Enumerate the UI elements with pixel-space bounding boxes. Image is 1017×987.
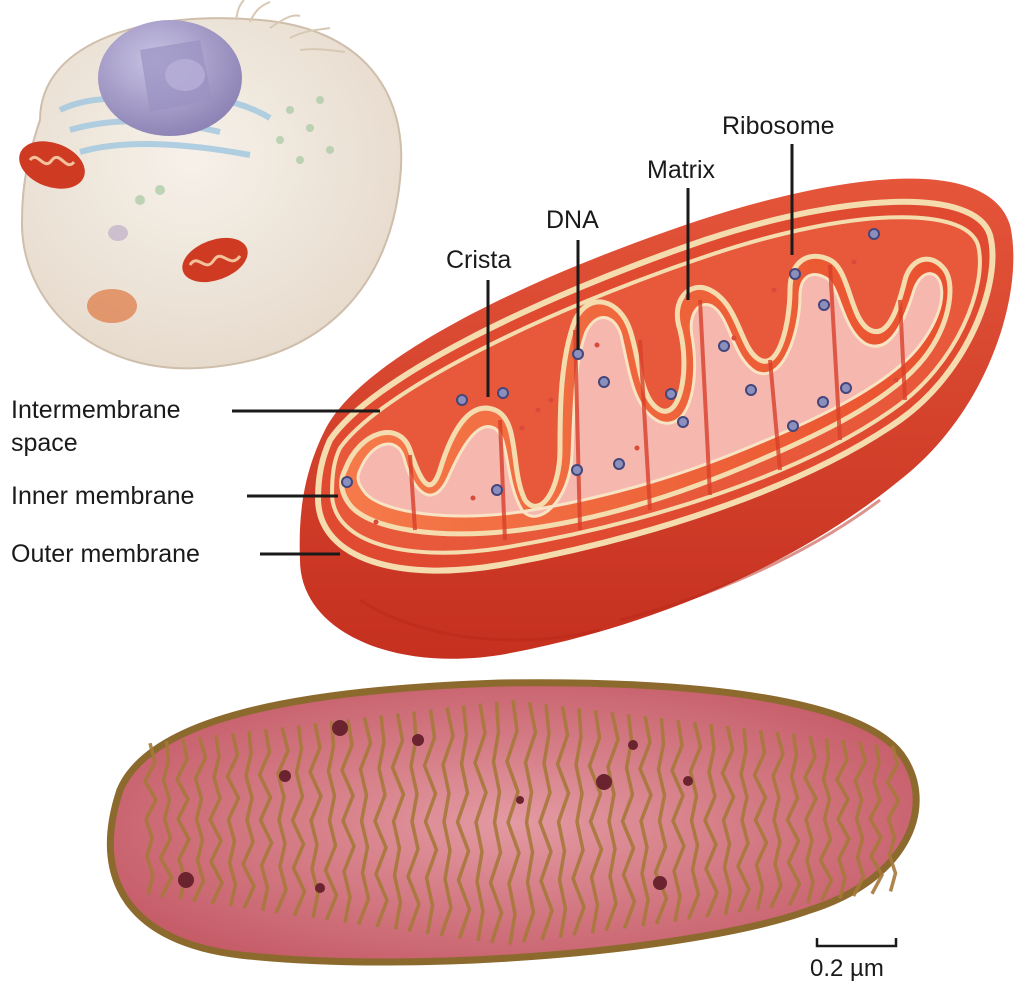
electron-micrograph xyxy=(110,683,916,962)
scale-bar: 0.2 µm xyxy=(810,938,896,982)
label-inner-membrane: Inner membrane xyxy=(11,482,194,510)
label-matrix: Matrix xyxy=(647,156,716,184)
label-outer-membrane: Outer membrane xyxy=(11,540,200,568)
cell-illustration xyxy=(13,0,402,368)
scale-bar-label: 0.2 µm xyxy=(810,955,884,982)
label-crista: Crista xyxy=(446,246,511,274)
label-dna: DNA xyxy=(546,206,599,234)
label-intermembrane-line1: Intermembrane xyxy=(11,396,181,424)
mitochondrion-cutaway xyxy=(300,179,1014,659)
label-intermembrane-line2: space xyxy=(11,429,78,457)
nucleus xyxy=(98,20,242,136)
label-ribosome: Ribosome xyxy=(722,112,835,140)
